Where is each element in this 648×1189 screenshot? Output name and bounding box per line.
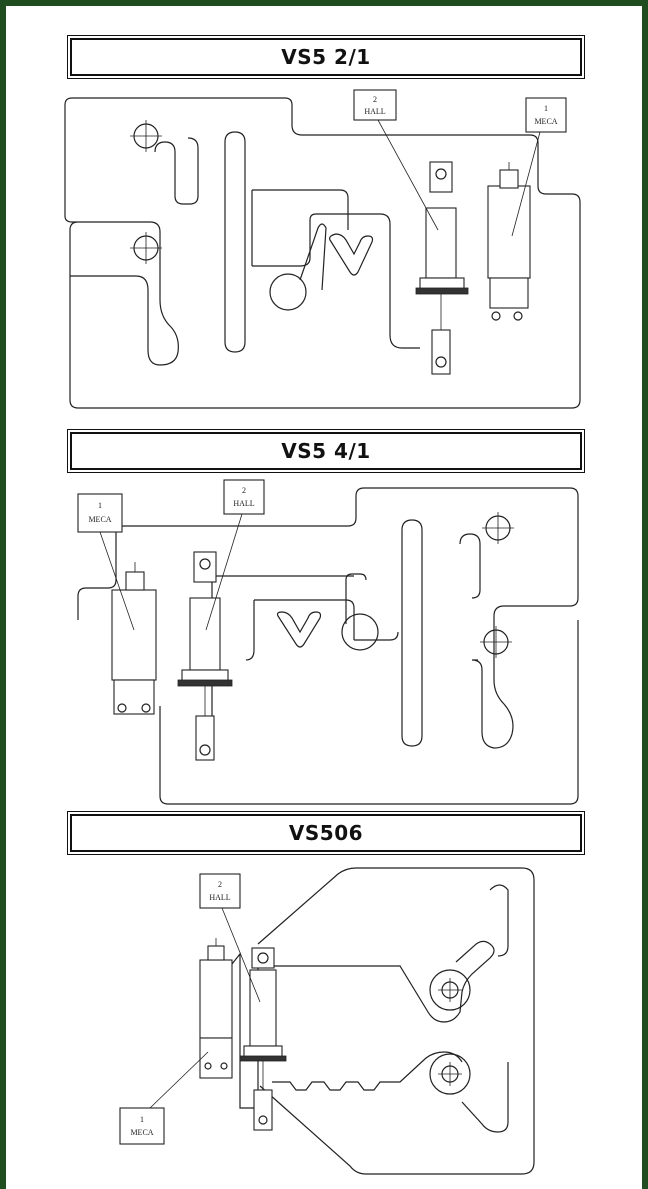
callout-number: 1	[98, 501, 102, 510]
cutout	[251, 189, 420, 349]
slot-center	[224, 131, 246, 353]
plate-outline	[257, 867, 535, 1175]
cutout	[272, 940, 495, 1023]
callout-box-hall	[223, 479, 265, 515]
callout-box-hall	[353, 89, 397, 121]
plate-outline	[64, 97, 581, 409]
callout-number: 2	[218, 880, 222, 889]
vs5-2-1-drawing: 2 HALL 1 MECA	[64, 89, 581, 409]
hall-sensor-body	[425, 207, 457, 279]
section-title-text: VS5 2/1	[281, 45, 371, 69]
callout-number: 1	[544, 104, 548, 113]
slot-center	[401, 519, 423, 747]
leader-line	[511, 131, 541, 237]
leader-line	[205, 513, 243, 631]
callout-label: MECA	[130, 1128, 153, 1137]
slot-right	[461, 884, 509, 1133]
leader-line	[377, 119, 439, 231]
callout-number: 2	[242, 486, 246, 495]
v-notch	[276, 611, 322, 648]
meca-sensor-body	[199, 959, 233, 1039]
callout-label: MECA	[534, 117, 557, 126]
callout-label: HALL	[364, 107, 385, 116]
section-title-vs506: VS506	[67, 811, 585, 855]
hall-sensor-body	[189, 597, 221, 671]
callout-box-meca	[77, 493, 123, 533]
section-title-text: VS506	[288, 821, 364, 845]
round-cutout	[429, 1053, 471, 1095]
callout-box-meca	[525, 97, 567, 133]
v-notch	[329, 233, 374, 276]
callout-box-hall	[199, 873, 241, 909]
leader-line	[221, 907, 261, 1003]
callout-number: 2	[373, 95, 377, 104]
section-title-text: VS5 4/1	[281, 439, 371, 463]
leader-line	[149, 1051, 209, 1109]
meca-sensor-body	[111, 589, 157, 681]
vs5-4-1-drawing: 1 MECA 2 HALL	[77, 479, 579, 805]
callout-label: MECA	[88, 515, 111, 524]
round-cutout	[269, 273, 307, 311]
callout-label: HALL	[233, 499, 254, 508]
meca-sensor-body	[487, 185, 531, 279]
leader-line	[99, 531, 135, 631]
callout-box-meca	[119, 1107, 165, 1145]
section-title-vs5-4-1: VS5 4/1	[67, 429, 585, 473]
round-cutout	[341, 613, 379, 651]
vs506-drawing: 2 HALL 1 MECA	[119, 867, 535, 1175]
hall-sensor-body	[249, 969, 277, 1047]
cutout	[201, 575, 399, 731]
round-cutout	[429, 969, 471, 1011]
callout-number: 1	[140, 1115, 144, 1124]
callout-label: HALL	[209, 893, 230, 902]
section-title-vs5-2-1: VS5 2/1	[67, 35, 585, 79]
